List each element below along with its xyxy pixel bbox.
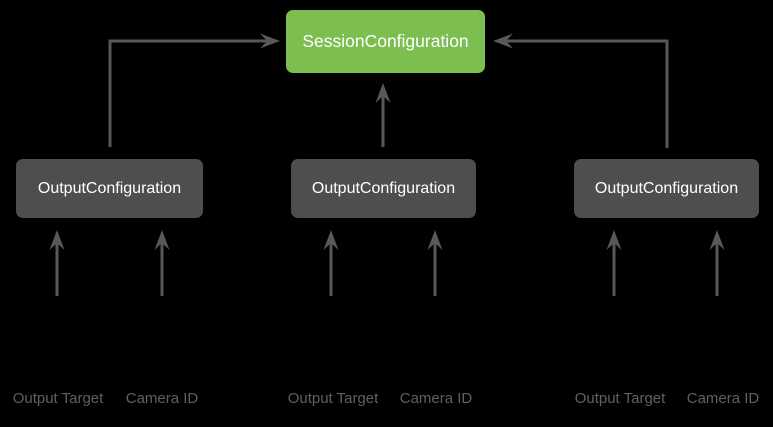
connector-arrow-middle-output-to-session: [375, 83, 391, 147]
connector-arrow-right-output-to-session: [493, 33, 669, 148]
input-label-camera-id-2: Camera ID: [399, 390, 473, 407]
session-configuration-label: SessionConfiguration: [302, 31, 469, 51]
input-label-camera-id-3: Camera ID: [686, 390, 760, 407]
input-label-output-target-3: Output Target: [574, 390, 666, 407]
session-configuration-node: SessionConfiguration: [286, 10, 485, 73]
input-arrow-output1-target: [49, 230, 65, 296]
input-arrow-output1-camera: [154, 230, 170, 296]
output-configuration-node-2: OutputConfiguration: [291, 159, 476, 218]
input-arrow-output2-camera: [427, 230, 443, 296]
output-configuration-node-1: OutputConfiguration: [16, 159, 203, 218]
input-label-camera-id-1: Camera ID: [125, 390, 199, 407]
input-label-output-target-2: Output Target: [287, 390, 379, 407]
output-configuration-label: OutputConfiguration: [37, 179, 182, 197]
output-configuration-label: OutputConfiguration: [594, 179, 739, 197]
input-arrow-output3-camera: [709, 230, 725, 296]
input-arrow-output2-target: [323, 230, 339, 296]
input-label-output-target-1: Output Target: [12, 390, 104, 407]
input-arrow-output3-target: [606, 230, 622, 296]
connector-arrow-left-output-to-session: [108, 33, 280, 147]
output-configuration-label: OutputConfiguration: [311, 179, 456, 197]
output-configuration-node-3: OutputConfiguration: [574, 159, 759, 218]
